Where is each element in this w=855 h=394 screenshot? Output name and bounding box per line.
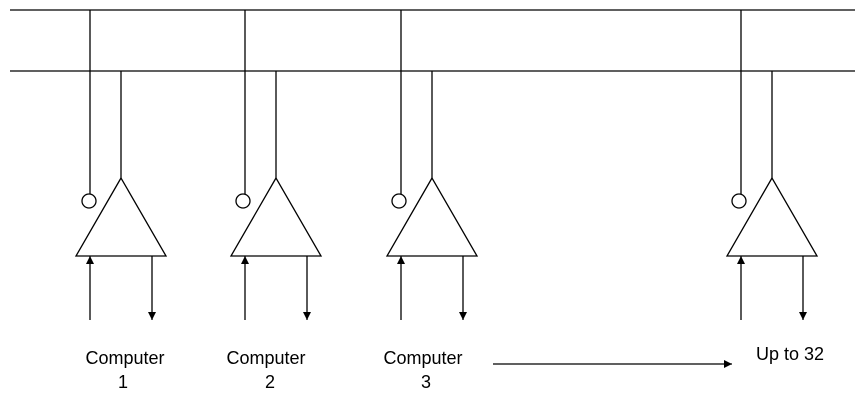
transceiver-3 — [385, 10, 479, 320]
transceiver-4 — [725, 10, 819, 320]
transceiver-2 — [229, 10, 323, 320]
node-3-label-line1: Computer — [383, 348, 462, 368]
node-2-label-line2: 2 — [265, 372, 275, 392]
node-4-label-line1: Up to 32 — [756, 344, 824, 364]
node-2-label-line1: Computer — [226, 348, 305, 368]
node-3-label-line2: 3 — [421, 372, 431, 392]
node-1-label-line1: Computer — [85, 348, 164, 368]
transceiver-1 — [74, 10, 168, 320]
node-1-label-line2: 1 — [118, 372, 128, 392]
